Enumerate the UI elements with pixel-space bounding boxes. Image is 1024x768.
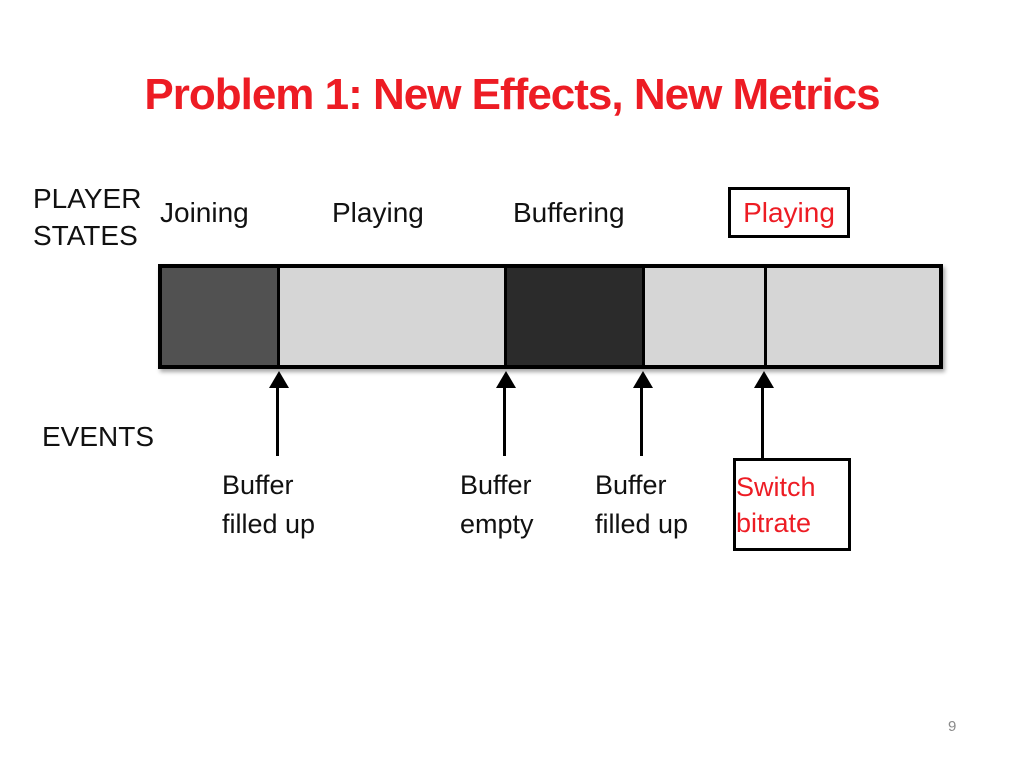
event-label-switch-bitrate-text: Switch bitrate — [736, 471, 816, 538]
state-label-buffering: Buffering — [513, 197, 625, 228]
player-states-label: PLAYER STATES — [33, 183, 142, 251]
arrow-line — [761, 385, 764, 458]
timeline-segment-playing — [277, 268, 504, 365]
event-label-switch-bitrate: Switch bitrate — [733, 458, 851, 551]
arrow-up-icon — [269, 371, 289, 388]
state-label-playing-highlighted: Playing — [728, 187, 850, 238]
arrow-up-icon — [496, 371, 516, 388]
arrow-line — [640, 385, 643, 456]
timeline-segment-joining — [162, 268, 278, 365]
state-label-playing-highlighted-text: Playing — [743, 196, 835, 228]
arrow-line — [276, 385, 279, 456]
state-label-joining: Joining — [160, 197, 249, 228]
page-number: 9 — [948, 718, 957, 735]
arrow-line — [503, 385, 506, 456]
slide-title: Problem 1: New Effects, New Metrics — [144, 70, 880, 119]
timeline-segment-playing-2 — [641, 268, 764, 365]
event-label-buffer-filled-up-2: Buffer filled up — [595, 470, 689, 539]
events-label: EVENTS — [42, 421, 155, 452]
timeline-segment-buffering — [503, 268, 642, 365]
event-label-buffer-empty: Buffer empty — [460, 470, 534, 539]
event-label-buffer-filled-up-1: Buffer filled up — [222, 470, 316, 539]
player-state-timeline-bar — [158, 264, 943, 369]
arrow-up-icon — [754, 371, 774, 388]
arrow-up-icon — [633, 371, 653, 388]
state-label-playing: Playing — [332, 197, 424, 228]
timeline-segment-playing-3 — [763, 268, 939, 365]
